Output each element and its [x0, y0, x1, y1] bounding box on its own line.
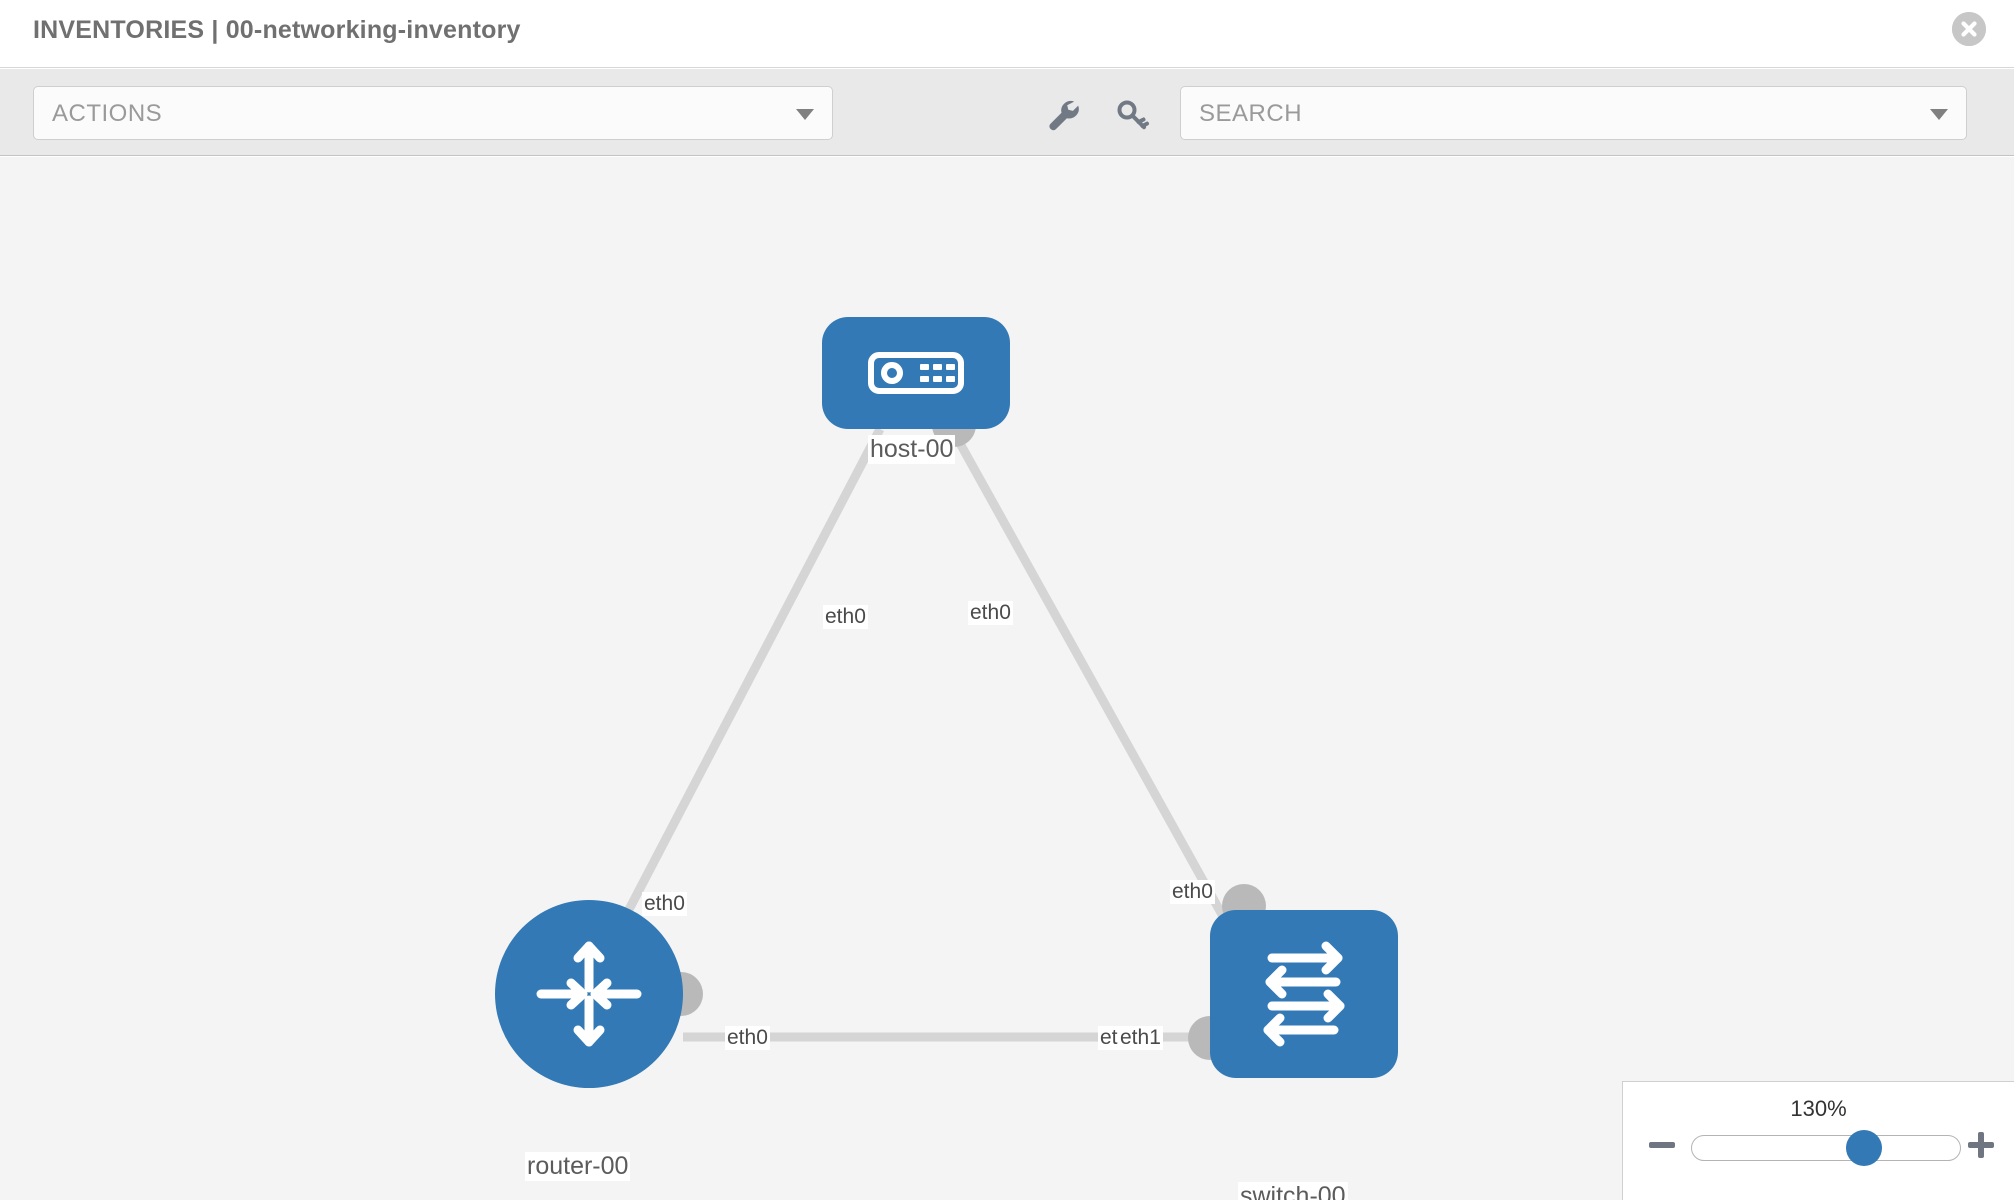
- zoom-control-panel: 130%: [1622, 1081, 2014, 1200]
- router-arrows-icon: [536, 941, 642, 1047]
- edge-label-router-eth0-up: eth0: [642, 892, 687, 916]
- host-node-shape[interactable]: [822, 317, 1010, 429]
- zoom-slider[interactable]: [1691, 1130, 1961, 1166]
- switch-arrows-icon: [1263, 941, 1345, 1047]
- topology-node-host-00[interactable]: host-00: [822, 317, 1010, 464]
- link-host-router: [596, 426, 884, 968]
- switch-node-shape[interactable]: [1210, 910, 1398, 1078]
- edge-label-switch-eth1: eth1: [1118, 1026, 1163, 1050]
- plus-icon[interactable]: [1964, 1128, 1998, 1162]
- topology-node-switch-00[interactable]: switch-00: [1188, 884, 1398, 1200]
- zoom-level-value: 130%: [1790, 1096, 1847, 1121]
- minus-icon[interactable]: [1645, 1128, 1679, 1162]
- zoom-slider-handle[interactable]: [1846, 1130, 1882, 1166]
- edge-label-router-eth0-right: eth0: [725, 1026, 770, 1050]
- actions-dropdown-label: ACTIONS: [52, 100, 163, 127]
- topology-links: [596, 426, 1244, 1042]
- node-label-router-00: router-00: [525, 1152, 631, 1181]
- link-host-switch: [948, 426, 1244, 950]
- edge-label-host-eth0-left: eth0: [823, 605, 868, 629]
- chevron-down-icon: [796, 109, 814, 120]
- search-input[interactable]: SEARCH: [1180, 86, 1967, 140]
- key-icon[interactable]: [1113, 95, 1153, 135]
- toolbar: ACTIONS SEARCH: [0, 69, 2014, 156]
- page-title: INVENTORIES | 00-networking-inventory: [33, 16, 521, 44]
- page-header: INVENTORIES | 00-networking-inventory: [0, 0, 2014, 68]
- topology-canvas[interactable]: host-00 eth0 eth0 router-00 eth0: [0, 157, 2014, 1200]
- chevron-down-icon: [1930, 109, 1948, 120]
- wrench-icon[interactable]: [1044, 95, 1084, 135]
- search-input-value: SEARCH: [1199, 100, 1303, 127]
- actions-dropdown[interactable]: ACTIONS: [33, 86, 833, 140]
- edge-label-host-eth0-right: eth0: [968, 601, 1013, 625]
- edge-label-switch-eth0-up: eth0: [1170, 880, 1215, 904]
- server-icon: [868, 352, 964, 394]
- topology-node-router-00[interactable]: router-00: [495, 900, 703, 1181]
- node-label-host-00: host-00: [868, 435, 956, 464]
- close-icon[interactable]: [1952, 12, 1986, 46]
- node-label-switch-00: switch-00: [1238, 1182, 1348, 1200]
- router-node-shape[interactable]: [495, 900, 683, 1088]
